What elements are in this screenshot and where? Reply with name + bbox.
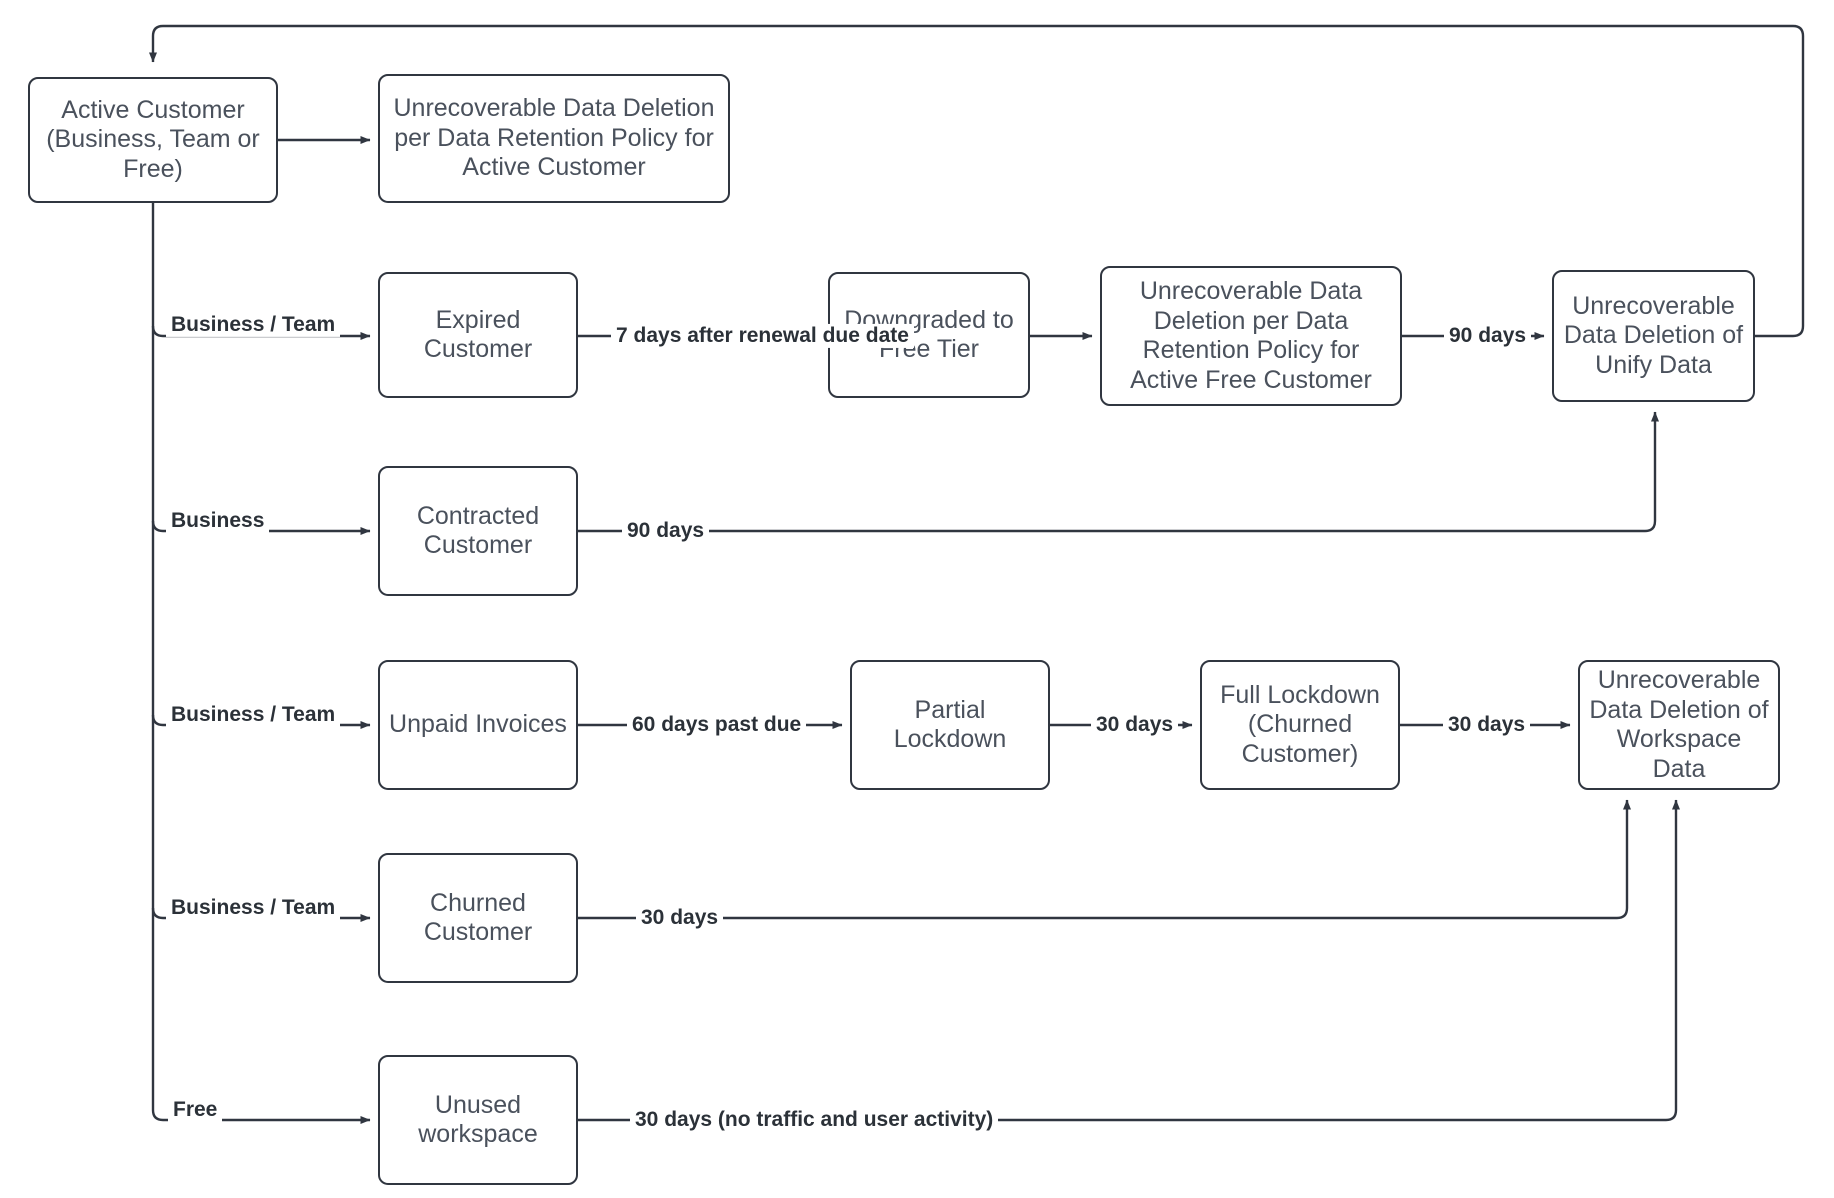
node-churned-customer-label: Churned Customer bbox=[423, 888, 533, 947]
node-partial-lockdown[interactable]: Partial Lockdown bbox=[850, 660, 1050, 790]
node-deletion-active-free-customer-label: Unrecoverable Data Deletion per Data Ret… bbox=[1130, 277, 1372, 394]
node-deletion-workspace-data-label: Unrecoverable Data Deletion of Workspace… bbox=[1589, 666, 1769, 783]
edge-label-30-days-churned: 30 days bbox=[636, 905, 724, 931]
node-expired-customer[interactable]: Expired Customer bbox=[378, 272, 578, 398]
edge-label-90-days-contracted: 90 days bbox=[622, 518, 710, 544]
edge-branch-expired bbox=[151, 325, 371, 340]
edge-label-30-days-partial-to-full: 30 days bbox=[1091, 712, 1179, 738]
node-deletion-active-free-customer[interactable]: Unrecoverable Data Deletion per Data Ret… bbox=[1100, 266, 1402, 406]
edge-contracted-to-unify bbox=[578, 411, 1659, 533]
node-deletion-workspace-data[interactable]: Unrecoverable Data Deletion of Workspace… bbox=[1578, 660, 1780, 790]
edge-branch-churned bbox=[151, 907, 371, 922]
node-churned-customer[interactable]: Churned Customer bbox=[378, 853, 578, 983]
node-unpaid-invoices-label: Unpaid Invoices bbox=[389, 710, 567, 739]
edge-label-90-days-unify-from-free: 90 days bbox=[1444, 323, 1532, 349]
node-unpaid-invoices[interactable]: Unpaid Invoices bbox=[378, 660, 578, 790]
node-contracted-customer[interactable]: Contracted Customer bbox=[378, 466, 578, 596]
edge-label-free-unused: Free bbox=[168, 1097, 223, 1123]
edge-label-business-team-expired: Business / Team bbox=[166, 312, 341, 338]
node-active-customer-label: Active Customer (Business, Team or Free) bbox=[46, 95, 260, 183]
node-full-lockdown-label: Full Lockdown (Churned Customer) bbox=[1220, 680, 1380, 768]
node-unused-workspace-label: Unused workspace bbox=[418, 1090, 538, 1149]
node-deletion-active-customer[interactable]: Unrecoverable Data Deletion per Data Ret… bbox=[378, 74, 730, 203]
edge-unify-feedback-to-active bbox=[149, 24, 1805, 338]
edge-label-business-team-churned: Business / Team bbox=[166, 895, 341, 921]
edge-label-60-days-past-due: 60 days past due bbox=[627, 712, 807, 738]
node-unused-workspace[interactable]: Unused workspace bbox=[378, 1055, 578, 1185]
edge-branch-contracted bbox=[151, 520, 371, 535]
edge-label-30-days-full-to-deletion: 30 days bbox=[1443, 712, 1531, 738]
edge-label-business-team-unpaid: Business / Team bbox=[166, 702, 341, 728]
node-deletion-active-customer-label: Unrecoverable Data Deletion per Data Ret… bbox=[393, 94, 715, 182]
edge-churned-to-workspace-deletion bbox=[578, 799, 1631, 920]
edge-label-30-days-no-traffic: 30 days (no traffic and user activity) bbox=[630, 1107, 999, 1133]
edge-unused-to-workspace-deletion bbox=[578, 799, 1680, 1122]
node-partial-lockdown-label: Partial Lockdown bbox=[893, 695, 1007, 754]
node-active-customer[interactable]: Active Customer (Business, Team or Free) bbox=[28, 77, 278, 203]
node-full-lockdown[interactable]: Full Lockdown (Churned Customer) bbox=[1200, 660, 1400, 790]
node-deletion-unify-data-label: Unrecoverable Data Deletion of Unify Dat… bbox=[1563, 291, 1744, 379]
edge-label-business-contracted: Business bbox=[166, 508, 270, 534]
edge-spine bbox=[151, 203, 166, 1122]
edge-label-7-days-renewal: 7 days after renewal due date bbox=[611, 323, 914, 349]
node-expired-customer-label: Expired Customer bbox=[423, 305, 533, 364]
node-contracted-customer-label: Contracted Customer bbox=[416, 501, 540, 560]
edge-branch-unpaid bbox=[151, 714, 371, 729]
node-deletion-unify-data[interactable]: Unrecoverable Data Deletion of Unify Dat… bbox=[1552, 270, 1755, 402]
